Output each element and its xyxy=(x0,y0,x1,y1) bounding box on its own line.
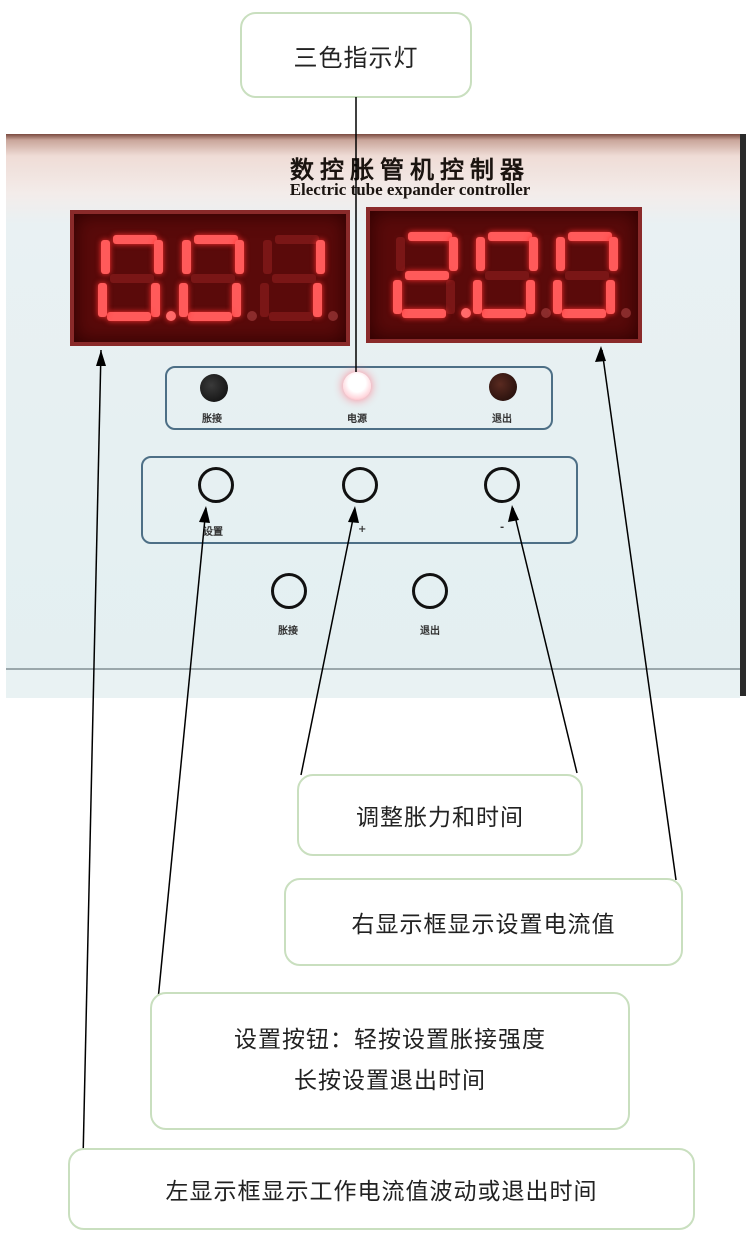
segment-d xyxy=(482,309,526,318)
segment-b xyxy=(609,236,618,271)
decimal-point xyxy=(621,308,631,318)
segment-d xyxy=(187,312,232,321)
seven-segment-digit xyxy=(553,232,631,318)
segment-c xyxy=(231,282,241,317)
segment-e xyxy=(178,282,188,317)
decimal-point xyxy=(246,311,257,321)
segment-d xyxy=(106,312,151,321)
decimal-point xyxy=(165,311,176,321)
segment-g xyxy=(190,273,235,283)
right-display xyxy=(366,207,642,343)
exit-indicator-lamp xyxy=(489,373,517,401)
expand-indicator-lamp xyxy=(200,374,228,402)
segment-f xyxy=(556,236,565,271)
plus-button-label: + xyxy=(358,524,367,535)
decimal-point xyxy=(541,308,551,318)
button-group xyxy=(141,456,578,544)
callout-text: 左显示框显示工作电流值波动或退出时间 xyxy=(165,1179,598,1205)
right-display-callout: 右显示框显示设置电流值 xyxy=(284,878,683,966)
left-display xyxy=(70,210,350,346)
device-title-en: Electric tube expander controller xyxy=(289,180,531,199)
exit-button[interactable] xyxy=(412,573,448,609)
decimal-point xyxy=(461,308,471,318)
expand-button-label: 胀接 xyxy=(278,626,298,637)
callout-text: 三色指示灯 xyxy=(293,43,419,72)
callout-line2: 长按设置退出时间 xyxy=(294,1068,486,1094)
segment-c xyxy=(446,279,455,314)
indicator-group xyxy=(165,366,553,430)
segment-c xyxy=(150,282,160,317)
segment-b xyxy=(449,236,458,271)
callout-line1: 设置按钮：轻按设置胀接强度 xyxy=(234,1026,546,1053)
segment-e xyxy=(473,279,482,314)
segment-b xyxy=(153,239,163,274)
segment-e xyxy=(553,279,562,314)
segment-c xyxy=(526,279,535,314)
segment-b xyxy=(234,239,244,274)
power-indicator-label: 电源 xyxy=(347,414,367,425)
segment-b xyxy=(529,236,538,271)
segment-a xyxy=(193,235,238,244)
segment-a xyxy=(568,232,612,241)
segment-a xyxy=(275,235,320,244)
segment-g xyxy=(405,270,449,280)
plus-button[interactable] xyxy=(342,467,378,503)
segment-g xyxy=(485,270,529,280)
segment-d xyxy=(402,309,446,318)
segment-f xyxy=(263,239,273,274)
exit-button-label: 退出 xyxy=(420,626,440,637)
segment-a xyxy=(408,232,452,241)
power-indicator-lamp xyxy=(343,372,371,400)
seven-segment-digit xyxy=(260,235,339,321)
left-display-callout: 左显示框显示工作电流值波动或退出时间 xyxy=(68,1148,695,1230)
minus-button[interactable] xyxy=(484,467,520,503)
segment-g xyxy=(272,273,317,283)
seven-segment-digit xyxy=(473,232,551,318)
callout-text: 右显示框显示设置电流值 xyxy=(351,912,616,938)
segment-e xyxy=(393,279,402,314)
segment-f xyxy=(396,236,405,271)
segment-f xyxy=(100,239,110,274)
set-button[interactable] xyxy=(198,467,234,503)
segment-d xyxy=(269,312,314,321)
segment-f xyxy=(181,239,191,274)
segment-e xyxy=(97,282,107,317)
tricolor-indicator-callout: 三色指示灯 xyxy=(240,12,472,98)
panel-bottom-edge xyxy=(6,668,740,698)
segment-a xyxy=(112,235,157,244)
segment-g xyxy=(109,273,154,283)
segment-b xyxy=(316,239,326,274)
set-button-callout: 设置按钮：轻按设置胀接强度 长按设置退出时间 xyxy=(150,992,630,1130)
segment-g xyxy=(565,270,609,280)
segment-e xyxy=(260,282,270,317)
segment-c xyxy=(313,282,323,317)
callout-text: 调整胀力和时间 xyxy=(356,805,524,831)
seven-segment-digit xyxy=(393,232,471,318)
seven-segment-digit xyxy=(178,235,257,321)
seven-segment-digit xyxy=(97,235,176,321)
minus-button-label: - xyxy=(500,522,505,533)
device-title-cn: 数控胀管机控制器 xyxy=(290,156,530,184)
segment-d xyxy=(562,309,606,318)
decimal-point xyxy=(328,311,339,321)
expand-button[interactable] xyxy=(271,573,307,609)
set-button-label: 设置 xyxy=(203,527,223,538)
segment-c xyxy=(606,279,615,314)
segment-a xyxy=(488,232,532,241)
exit-indicator-label: 退出 xyxy=(492,414,512,425)
expand-indicator-label: 胀接 xyxy=(202,414,222,425)
segment-f xyxy=(476,236,485,271)
adjust-callout: 调整胀力和时间 xyxy=(297,774,583,856)
